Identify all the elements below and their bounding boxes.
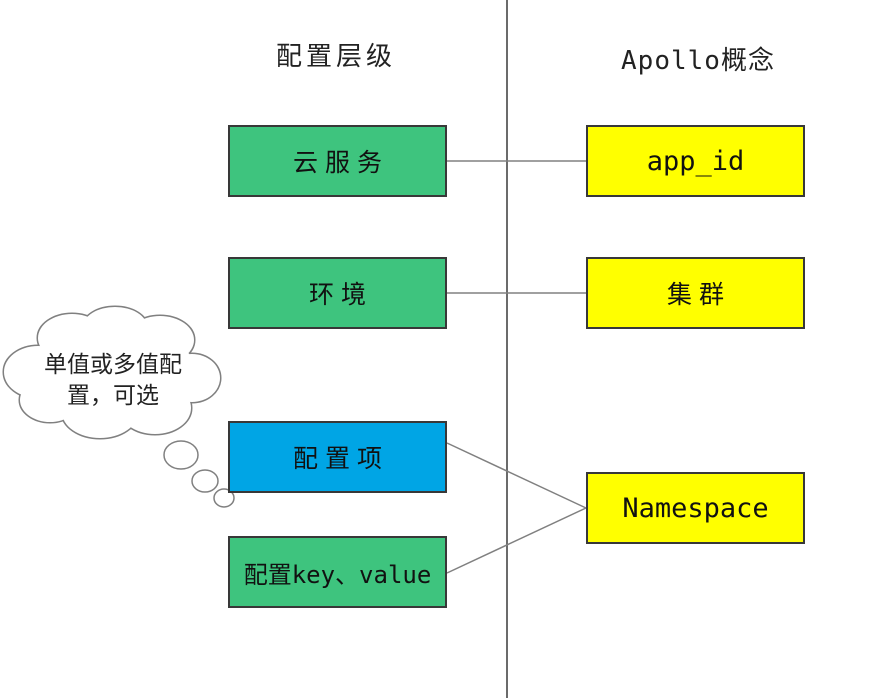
box-namespace: Namespace (586, 472, 805, 544)
connector-configitem-namespace (446, 442, 587, 509)
thought-bubble-text-line2: 置，可选 (67, 383, 159, 409)
bubble-tail-ellipse-medium (191, 469, 219, 493)
connector-configkv-namespace (446, 507, 587, 574)
bubble-tail-ellipse-small (213, 488, 235, 508)
box-config-key-value: 配置key、value (228, 536, 447, 608)
right-column-header: Apollo概念 (621, 46, 775, 76)
left-column-header: 配置层级 (275, 42, 396, 72)
thought-bubble-cloud (2, 305, 235, 508)
thought-bubble-text: 单值或多值配 置，可选 (28, 350, 198, 412)
box-app-id: app_id (586, 125, 805, 197)
box-cloud-service: 云服务 (228, 125, 447, 197)
box-config-item: 配置项 (228, 421, 447, 493)
box-environment: 环境 (228, 257, 447, 329)
thought-bubble-text-line1: 单值或多值配 (44, 352, 182, 378)
box-cluster: 集群 (586, 257, 805, 329)
bubble-tail-ellipse-large (163, 440, 199, 470)
